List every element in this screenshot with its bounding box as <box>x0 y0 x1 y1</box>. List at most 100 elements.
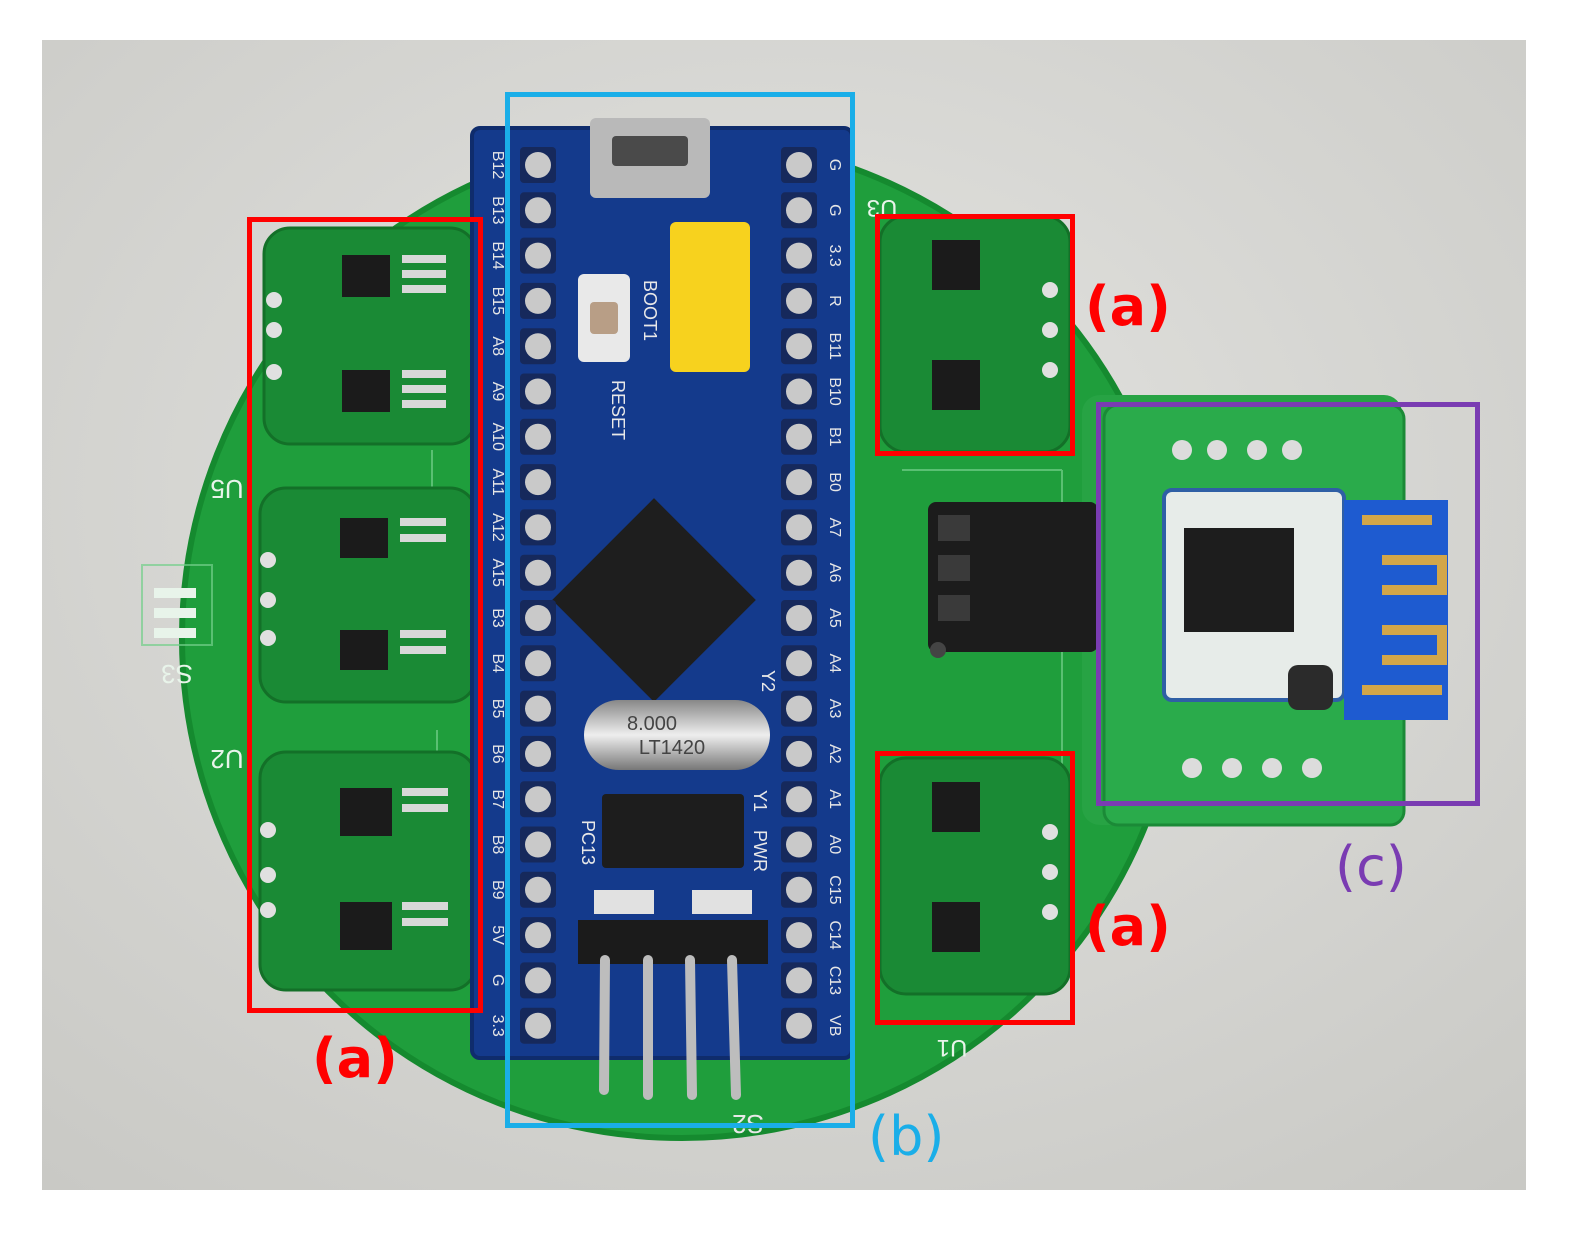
stm32-blue-pill-board: 8.000 LT1420 S2 Y2 Y1 PC13 PWR RESET BOO… <box>470 118 854 1139</box>
y2-label: Y2 <box>758 670 778 692</box>
right-pin-label: A6 <box>826 563 843 583</box>
label-c: (c) <box>1335 835 1407 898</box>
right-pin-solder <box>786 922 812 949</box>
label-b: (b) <box>868 1105 945 1168</box>
sensor-board-left-middle <box>258 486 478 704</box>
left-pin-label: B9 <box>489 880 506 900</box>
left-pin-solder <box>525 559 551 586</box>
right-pin-solder <box>786 423 812 450</box>
sensor-board-left-top <box>262 226 478 446</box>
right-pin-label: R <box>826 295 843 307</box>
reset-label: RESET <box>608 380 628 440</box>
left-pin-solder <box>525 786 551 813</box>
right-pin-solder <box>786 1012 812 1039</box>
left-pin-label: B12 <box>489 151 506 180</box>
left-pin-solder <box>525 831 551 858</box>
left-pin-label: 5V <box>489 925 506 945</box>
left-pin-label: B5 <box>489 699 506 719</box>
right-pin-label: A5 <box>826 608 843 628</box>
right-pin-solder <box>786 967 812 994</box>
left-pin-solder <box>525 378 551 405</box>
crystal-text-top: 8.000 <box>627 713 677 735</box>
right-pin-label: A1 <box>826 789 843 809</box>
right-pin-label: G <box>826 159 843 171</box>
left-pin-label: B7 <box>489 789 506 809</box>
ldo-regulator <box>602 794 744 868</box>
right-pin-solder <box>786 559 812 586</box>
right-pin-solder <box>786 469 812 496</box>
left-pin-label: B3 <box>489 608 506 628</box>
left-pin-label: A11 <box>489 468 506 495</box>
black-header-connector <box>928 502 1098 658</box>
right-pin-label: A3 <box>826 699 843 719</box>
sensor-board-left-bottom <box>258 750 478 992</box>
pcb-photo: S3 U5 U2 U3 U1 <box>42 40 1526 1190</box>
s3-label: S3 <box>161 659 193 689</box>
left-pin-solder <box>525 152 551 178</box>
right-pin-solder <box>786 287 812 314</box>
label-a-left: (a) <box>312 1027 398 1090</box>
annotation-box-a-right-bottom <box>875 751 1075 1025</box>
right-pin-label: VB <box>826 1015 843 1036</box>
wireless-module <box>1102 403 1448 827</box>
right-pin-solder <box>786 378 812 405</box>
left-pin-label: A12 <box>489 513 506 542</box>
left-pin-label: G <box>489 974 506 986</box>
boot1-label: BOOT1 <box>640 280 660 341</box>
right-pin-solder <box>786 831 812 858</box>
left-pin-solder <box>525 423 551 450</box>
left-pin-solder <box>525 333 551 360</box>
s3-footprint <box>141 564 213 646</box>
right-pin-solder <box>786 152 812 178</box>
left-pin-solder <box>525 876 551 903</box>
label-a-right-bottom: (a) <box>1085 895 1171 958</box>
s3-pad <box>154 628 196 638</box>
pin-header-right <box>781 147 817 1044</box>
boot-jumpers <box>670 222 750 372</box>
label-a-right-top: (a) <box>1085 275 1171 338</box>
right-pin-solder <box>786 786 812 813</box>
right-pin-solder <box>786 514 812 541</box>
left-pin-label: A9 <box>489 382 506 402</box>
right-pin-label: C14 <box>826 920 843 949</box>
left-pin-label: A10 <box>489 423 506 452</box>
pin-labels-left: B12B13B14B15A8A9A10A11A12A15B3B4B5B6B7B8… <box>489 151 506 1037</box>
left-pin-label: 3.3 <box>489 1015 506 1037</box>
pin-header-left <box>520 147 556 1044</box>
left-pin-label: B6 <box>489 744 506 764</box>
right-pin-label: 3.3 <box>826 244 843 266</box>
pcb-scene: S3 U5 U2 U3 U1 <box>42 40 1526 1190</box>
pc13-label: PC13 <box>578 820 598 865</box>
right-pin-solder <box>786 197 812 224</box>
swd-pins <box>599 955 741 1100</box>
left-pin-label: B4 <box>489 654 506 674</box>
left-pin-solder <box>525 740 551 767</box>
right-pin-label: C15 <box>826 875 843 904</box>
annotation-box-a-left <box>247 217 483 1013</box>
right-pin-solder <box>786 650 812 677</box>
right-pin-label: G <box>826 204 843 216</box>
left-pin-solder <box>525 514 551 541</box>
right-pin-solder <box>786 876 812 903</box>
mcu-chip <box>552 498 756 702</box>
sensor-board-right-top <box>878 214 1072 454</box>
right-pin-solder <box>786 242 812 269</box>
right-pin-label: B10 <box>826 377 843 406</box>
right-pin-label: B0 <box>826 472 843 492</box>
rf-chip <box>1184 528 1294 632</box>
right-pin-label: B11 <box>826 333 843 360</box>
left-pin-label: A8 <box>489 336 506 356</box>
right-pin-label: A0 <box>826 835 843 855</box>
left-pin-label: B13 <box>489 196 506 225</box>
pcb-antenna <box>1344 500 1448 720</box>
right-pin-label: A4 <box>826 654 843 674</box>
swd-header <box>578 920 768 964</box>
u5-label: U5 <box>210 474 243 504</box>
right-pin-label: A7 <box>826 518 843 538</box>
left-pin-solder <box>525 695 551 722</box>
u1-label: U1 <box>937 1034 968 1061</box>
left-pin-solder <box>525 242 551 269</box>
pwr-label: PWR <box>750 830 770 872</box>
y1-label: Y1 <box>750 790 770 812</box>
right-pin-label: B1 <box>826 427 843 447</box>
